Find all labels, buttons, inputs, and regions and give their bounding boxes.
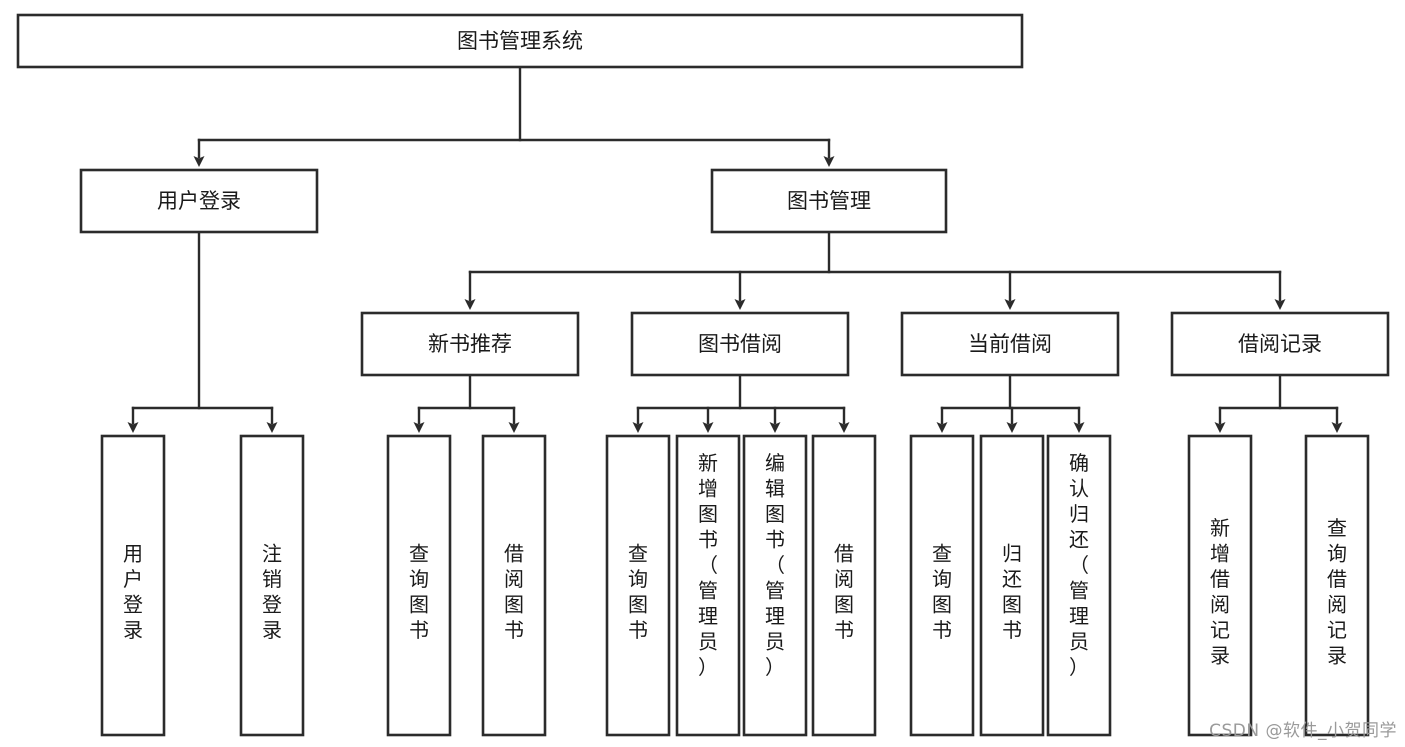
node-leaf-11[interactable]: 新增借阅记录 (1187, 434, 1253, 737)
node-label: 新增图书（管理员） (698, 451, 718, 679)
node-box (742, 434, 808, 737)
node-l3-1[interactable]: 图书借阅 (630, 311, 850, 377)
node-label: 图书管理系统 (457, 29, 583, 53)
node-box (605, 434, 671, 737)
node-box (909, 434, 975, 737)
node-label: 借阅图书 (504, 541, 524, 642)
node-box (79, 168, 319, 234)
node-label: 注销登录 (262, 541, 282, 642)
node-box (481, 434, 547, 737)
node-label: 当前借阅 (968, 332, 1052, 356)
node-root-0[interactable]: 图书管理系统 (16, 13, 1024, 69)
node-label: 查询图书 (409, 541, 429, 642)
node-leaf-8[interactable]: 查询图书 (909, 434, 975, 737)
node-box (360, 311, 580, 377)
node-box (710, 168, 948, 234)
node-l3-3[interactable]: 借阅记录 (1170, 311, 1390, 377)
node-leaf-0[interactable]: 用户登录 (100, 434, 166, 737)
node-leaf-5[interactable]: 新增图书（管理员） (675, 434, 741, 737)
connectors-layer (127, 65, 1343, 433)
node-box (900, 311, 1120, 377)
node-leaf-1[interactable]: 注销登录 (239, 434, 305, 737)
node-l3-2[interactable]: 当前借阅 (900, 311, 1120, 377)
node-box (630, 311, 850, 377)
node-leaf-12[interactable]: 查询借阅记录 (1304, 434, 1370, 737)
node-label: 用户登录 (157, 189, 241, 213)
node-label: 新增借阅记录 (1210, 516, 1230, 668)
node-l2-0[interactable]: 用户登录 (79, 168, 319, 234)
node-label: 归还图书 (1002, 541, 1022, 642)
node-box (979, 434, 1045, 737)
node-box (675, 434, 741, 737)
node-leaf-7[interactable]: 借阅图书 (811, 434, 877, 737)
node-label: 确认归还（管理员） (1069, 451, 1089, 679)
node-label: 查询图书 (932, 541, 952, 642)
node-leaf-2[interactable]: 查询图书 (386, 434, 452, 737)
node-l2-1[interactable]: 图书管理 (710, 168, 948, 234)
node-label: 图书管理 (787, 189, 871, 213)
node-leaf-9[interactable]: 归还图书 (979, 434, 1045, 737)
node-label: 编辑图书（管理员） (765, 451, 785, 679)
node-box (16, 13, 1024, 69)
node-box (1304, 434, 1370, 737)
node-box (811, 434, 877, 737)
node-leaf-3[interactable]: 借阅图书 (481, 434, 547, 737)
node-box (1046, 434, 1112, 737)
node-leaf-4[interactable]: 查询图书 (605, 434, 671, 737)
node-box (239, 434, 305, 737)
node-box (1187, 434, 1253, 737)
node-leaf-10[interactable]: 确认归还（管理员） (1046, 434, 1112, 737)
node-label: 借阅记录 (1238, 332, 1322, 356)
node-label: 查询图书 (628, 541, 648, 642)
node-label: 用户登录 (123, 541, 143, 642)
node-label: 借阅图书 (834, 541, 854, 642)
node-box (386, 434, 452, 737)
node-label: 查询借阅记录 (1327, 516, 1347, 668)
node-box (1170, 311, 1390, 377)
node-box (100, 434, 166, 737)
nodes-layer: 图书管理系统用户登录图书管理新书推荐图书借阅当前借阅借阅记录用户登录注销登录查询… (16, 13, 1390, 737)
node-l3-0[interactable]: 新书推荐 (360, 311, 580, 377)
node-leaf-6[interactable]: 编辑图书（管理员） (742, 434, 808, 737)
node-label: 新书推荐 (428, 332, 512, 356)
node-label: 图书借阅 (698, 332, 782, 356)
